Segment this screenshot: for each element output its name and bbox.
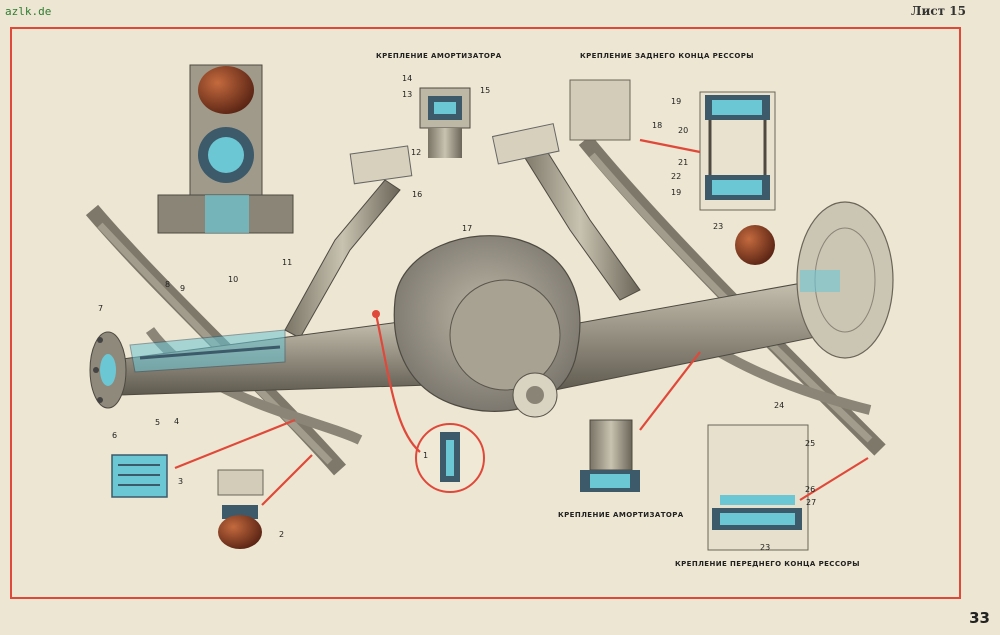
left-wheel-hub [89,331,127,409]
callout-18: 18 [652,121,662,130]
axle-beam [114,277,841,396]
callout-24: 24 [774,401,784,410]
caption-rear-spring-end: КРЕПЛЕНИЕ ЗАДНЕГО КОНЦА РЕССОРЫ [580,52,754,60]
callout-25: 25 [805,439,815,448]
illustration-frame [10,27,961,599]
detail-rear-spring-shackle [569,79,776,211]
callout-12: 12 [411,148,421,157]
callout-10: 10 [228,275,238,284]
detail-top-shock-mount [419,87,471,158]
callout-23-bottom: 23 [760,543,770,552]
callout-7: 7 [98,304,103,313]
site-watermark: azlk.de [5,5,52,18]
callout-19-top: 19 [671,97,681,106]
detail-spring-clamp [111,454,168,498]
callout-9: 9 [180,284,185,293]
callout-14: 14 [402,74,412,83]
differential-housing [393,235,581,418]
callout-23-top: 23 [713,222,723,231]
left-shock-absorber [284,145,413,339]
callout-20: 20 [678,126,688,135]
right-bump-stop [735,225,775,265]
callout-16: 16 [412,190,422,199]
caption-front-spring-end: КРЕПЛЕНИЕ ПЕРЕДНЕГО КОНЦА РЕССОРЫ [675,560,860,568]
detail-lower-shock-mount [580,419,640,492]
callout-5: 5 [155,418,160,427]
callout-11: 11 [282,258,292,267]
callout-1: 1 [423,451,428,460]
callout-21: 21 [678,158,688,167]
callout-17: 17 [462,224,472,233]
callout-2: 2 [279,530,284,539]
callout-19-bottom: 19 [671,188,681,197]
detail-pointers [174,138,869,506]
callout-27: 27 [806,498,816,507]
callout-3: 3 [178,477,183,486]
right-brake-drum [796,201,894,359]
caption-shock-mount-bottom: КРЕПЛЕНИЕ АМОРТИЗАТОРА [558,511,684,519]
callout-13: 13 [402,90,412,99]
callout-22: 22 [671,172,681,181]
detail-front-spring-mount [707,424,809,551]
callout-6: 6 [112,431,117,440]
callout-26: 26 [805,485,815,494]
detail-lower-bump-stop [217,469,264,549]
pointer-origin-dot [372,310,380,318]
callout-labels: 1 2 3 4 5 6 7 8 9 10 11 12 13 14 15 16 1… [98,74,816,552]
callout-4: 4 [174,417,179,426]
callout-15: 15 [480,86,490,95]
detail-shock-pin-section [415,423,485,493]
callout-8: 8 [165,280,170,289]
sheet-label: Лист 15 [910,4,966,18]
caption-shock-mount-top: КРЕПЛЕНИЕ АМОРТИЗАТОРА [376,52,502,60]
page-number: 33 [969,609,990,627]
right-shock-absorber [491,123,641,301]
detail-bump-stop-section [157,64,294,234]
